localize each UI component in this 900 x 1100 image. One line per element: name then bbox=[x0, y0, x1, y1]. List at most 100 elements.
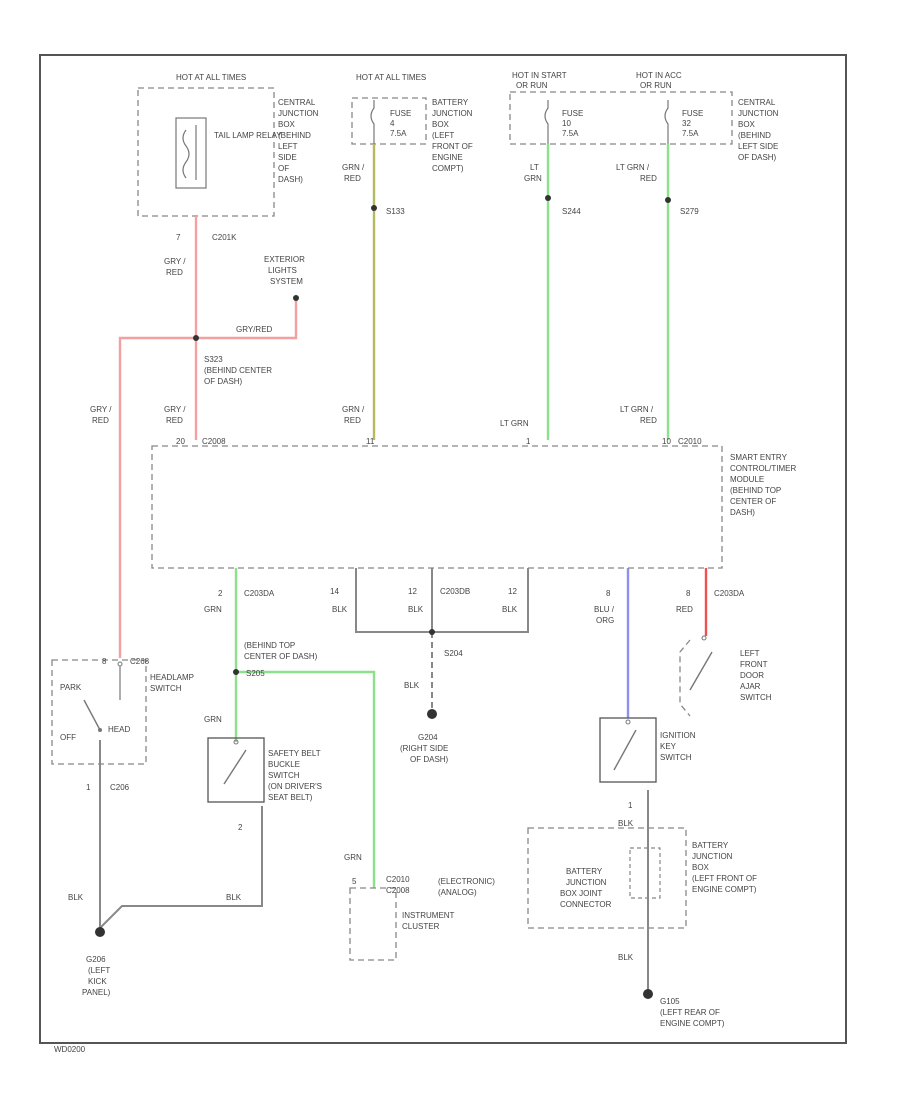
module-label: SMART ENTRY CONTROL/TIMER MODULE (BEHIND… bbox=[730, 453, 798, 517]
pin-label: 1 bbox=[86, 783, 91, 792]
exterior-lights-label: EXTERIOR LIGHTS SYSTEM bbox=[264, 255, 307, 286]
splice-s205 bbox=[233, 669, 239, 675]
pin-label: 1 bbox=[628, 801, 633, 810]
splice-s205-location: (BEHIND TOP CENTER OF DASH) bbox=[244, 641, 318, 661]
joint-connector-icon bbox=[629, 847, 661, 899]
fuse-32-icon bbox=[664, 100, 669, 144]
connector-c2010: C2010 bbox=[678, 437, 702, 446]
wires bbox=[99, 144, 708, 990]
wire-label-gry-red-mod: GRY /RED bbox=[164, 405, 186, 425]
ground-g206-icon bbox=[95, 927, 105, 937]
splice-s323-label: S323 (BEHIND CENTER OF DASH) bbox=[204, 355, 274, 386]
wire-label-blk: BLK bbox=[408, 605, 424, 614]
pin-label: 8 bbox=[686, 589, 691, 598]
tail-lamp-relay-icon bbox=[175, 117, 207, 189]
fuse-4-label: FUSE 4 7.5A bbox=[390, 109, 414, 138]
splice-s204-label: S204 bbox=[444, 649, 463, 658]
terminal-icon bbox=[625, 719, 631, 725]
instrument-cluster-box bbox=[349, 887, 397, 961]
bjb-location-label: BATTERY JUNCTION BOX (LEFT FRONT OF ENGI… bbox=[432, 98, 475, 173]
ground-g206-label: G206 (LEFT KICK PANEL) bbox=[82, 955, 112, 997]
wire-grn-cluster bbox=[236, 670, 376, 888]
ignition-switch-lever-icon bbox=[613, 729, 637, 771]
cluster-type-label: (ELECTRONIC) (ANALOG) bbox=[438, 877, 497, 897]
wire-label-blk: BLK bbox=[502, 605, 518, 614]
splice-s279 bbox=[665, 197, 671, 203]
door-ajar-dashed-outline bbox=[679, 639, 691, 717]
connector-c2008: C2008 bbox=[202, 437, 226, 446]
ground-g204-icon bbox=[427, 709, 437, 719]
wire-blk-belt bbox=[99, 806, 263, 929]
cjb-location-label: CENTRAL JUNCTION BOX (BEHIND LEFT SIDE O… bbox=[278, 98, 321, 184]
pin-label: 2 bbox=[238, 823, 243, 832]
ground-g105-label: G105 (LEFT REAR OF ENGINE COMPT) bbox=[660, 997, 725, 1028]
wire-gry-red-headlamp bbox=[118, 336, 196, 658]
battery-junction-box-top bbox=[351, 97, 427, 145]
ignition-switch-label: IGNITION KEY SWITCH bbox=[660, 731, 698, 762]
pin-label: 20 bbox=[176, 437, 185, 446]
wire-label-gry-red: GRY /RED bbox=[164, 257, 186, 277]
relay-coil-icon bbox=[182, 129, 190, 179]
fuse-4-source: HOT AT ALL TIMES FUSE 4 7.5A BATTERY JUN… bbox=[351, 73, 475, 173]
cluster-connector-label: C2010 C2008 bbox=[386, 875, 412, 895]
connector-c203d-b: C203DB bbox=[440, 587, 470, 596]
pin-label: 8 bbox=[606, 589, 611, 598]
instrument-cluster-label: INSTRUMENT CLUSTER bbox=[402, 911, 457, 931]
exterior-lights-node bbox=[293, 295, 299, 301]
fuse-32-source: HOT IN ACC OR RUN FUSE 32 7.5A CENTRAL J… bbox=[509, 71, 781, 162]
hot-label: HOT IN ACC OR RUN bbox=[636, 71, 684, 90]
splice-s133 bbox=[371, 205, 377, 211]
wire-label-grn: GRN bbox=[344, 853, 362, 862]
fuse-10-icon bbox=[544, 100, 549, 144]
cjb-right-location-label: CENTRAL JUNCTION BOX (BEHIND LEFT SIDE O… bbox=[738, 98, 781, 162]
ground-g204-label: G204 (RIGHT SIDE OF DASH) bbox=[400, 733, 451, 764]
ignition-switch-box bbox=[599, 717, 657, 783]
splice-s279-label: S279 bbox=[680, 207, 699, 216]
switch-pivot-icon bbox=[98, 728, 102, 732]
wire-label-blk: BLK bbox=[226, 893, 242, 902]
fuse-10-source: HOT IN START OR RUN FUSE 10 7.5A bbox=[512, 71, 586, 144]
wire-label-lt-grn-red-top: LT GRN /RED bbox=[616, 163, 657, 183]
hot-label: HOT AT ALL TIMES bbox=[176, 73, 246, 82]
diagram-frame bbox=[39, 54, 847, 1044]
splice-s244 bbox=[545, 195, 551, 201]
diagram-code: WD0200 bbox=[54, 1045, 86, 1054]
door-switch-lever-icon bbox=[689, 651, 713, 691]
wire-label-grn-red-top: GRN /RED bbox=[342, 163, 365, 183]
fuse-10-label: FUSE 10 7.5A bbox=[562, 109, 586, 138]
headlamp-switch-box bbox=[51, 659, 147, 765]
hot-label: HOT IN START OR RUN bbox=[512, 71, 569, 90]
connector-c201k: C201K bbox=[212, 233, 237, 242]
central-junction-box-left bbox=[137, 87, 275, 217]
splice-s244-label: S244 bbox=[562, 207, 581, 216]
splice-s205-label: S205 bbox=[246, 669, 265, 678]
wire-label-blk: BLK bbox=[618, 819, 634, 828]
smart-entry-module-box bbox=[151, 445, 723, 569]
safety-belt-label: SAFETY BELT BUCKLE SWITCH (ON DRIVER'S S… bbox=[268, 749, 324, 802]
relay-label: TAIL LAMP RELAY bbox=[214, 131, 282, 140]
pin-label: 11 bbox=[366, 437, 375, 446]
wire-label-blk: BLK bbox=[404, 681, 420, 690]
connector-c203d-a: C203DA bbox=[244, 589, 275, 598]
bjb-right-label: BATTERY JUNCTION BOX (LEFT FRONT OF ENGI… bbox=[692, 841, 759, 894]
wire-label-blk: BLK bbox=[618, 953, 634, 962]
pin-label: 8 bbox=[102, 657, 107, 666]
pin-label: 2 bbox=[218, 589, 223, 598]
fuse-32-label: FUSE 32 7.5A bbox=[682, 109, 706, 138]
door-ajar-label: LEFT FRONT DOOR AJAR SWITCH bbox=[740, 649, 772, 702]
headlamp-park-label: PARK bbox=[60, 683, 82, 692]
tail-lamp-relay-source: HOT AT ALL TIMES TAIL LAMP RELAY CENTRAL… bbox=[137, 73, 321, 217]
headlamp-off-label: OFF bbox=[60, 733, 76, 742]
wire-label-blu-org: BLU /ORG bbox=[594, 605, 615, 625]
terminal-icon bbox=[117, 661, 123, 667]
battery-junction-joint-box bbox=[527, 827, 687, 929]
pin-label: 10 bbox=[662, 437, 671, 446]
wire-blk-module-ground bbox=[355, 568, 529, 633]
wire-label-grn: GRN bbox=[204, 605, 222, 614]
splice-s133-label: S133 bbox=[386, 207, 405, 216]
connector-c268: C268 bbox=[130, 657, 150, 666]
wire-label-lt-grn-red-bottom: LT GRN /RED bbox=[620, 405, 657, 425]
pin-label: 14 bbox=[330, 587, 339, 596]
